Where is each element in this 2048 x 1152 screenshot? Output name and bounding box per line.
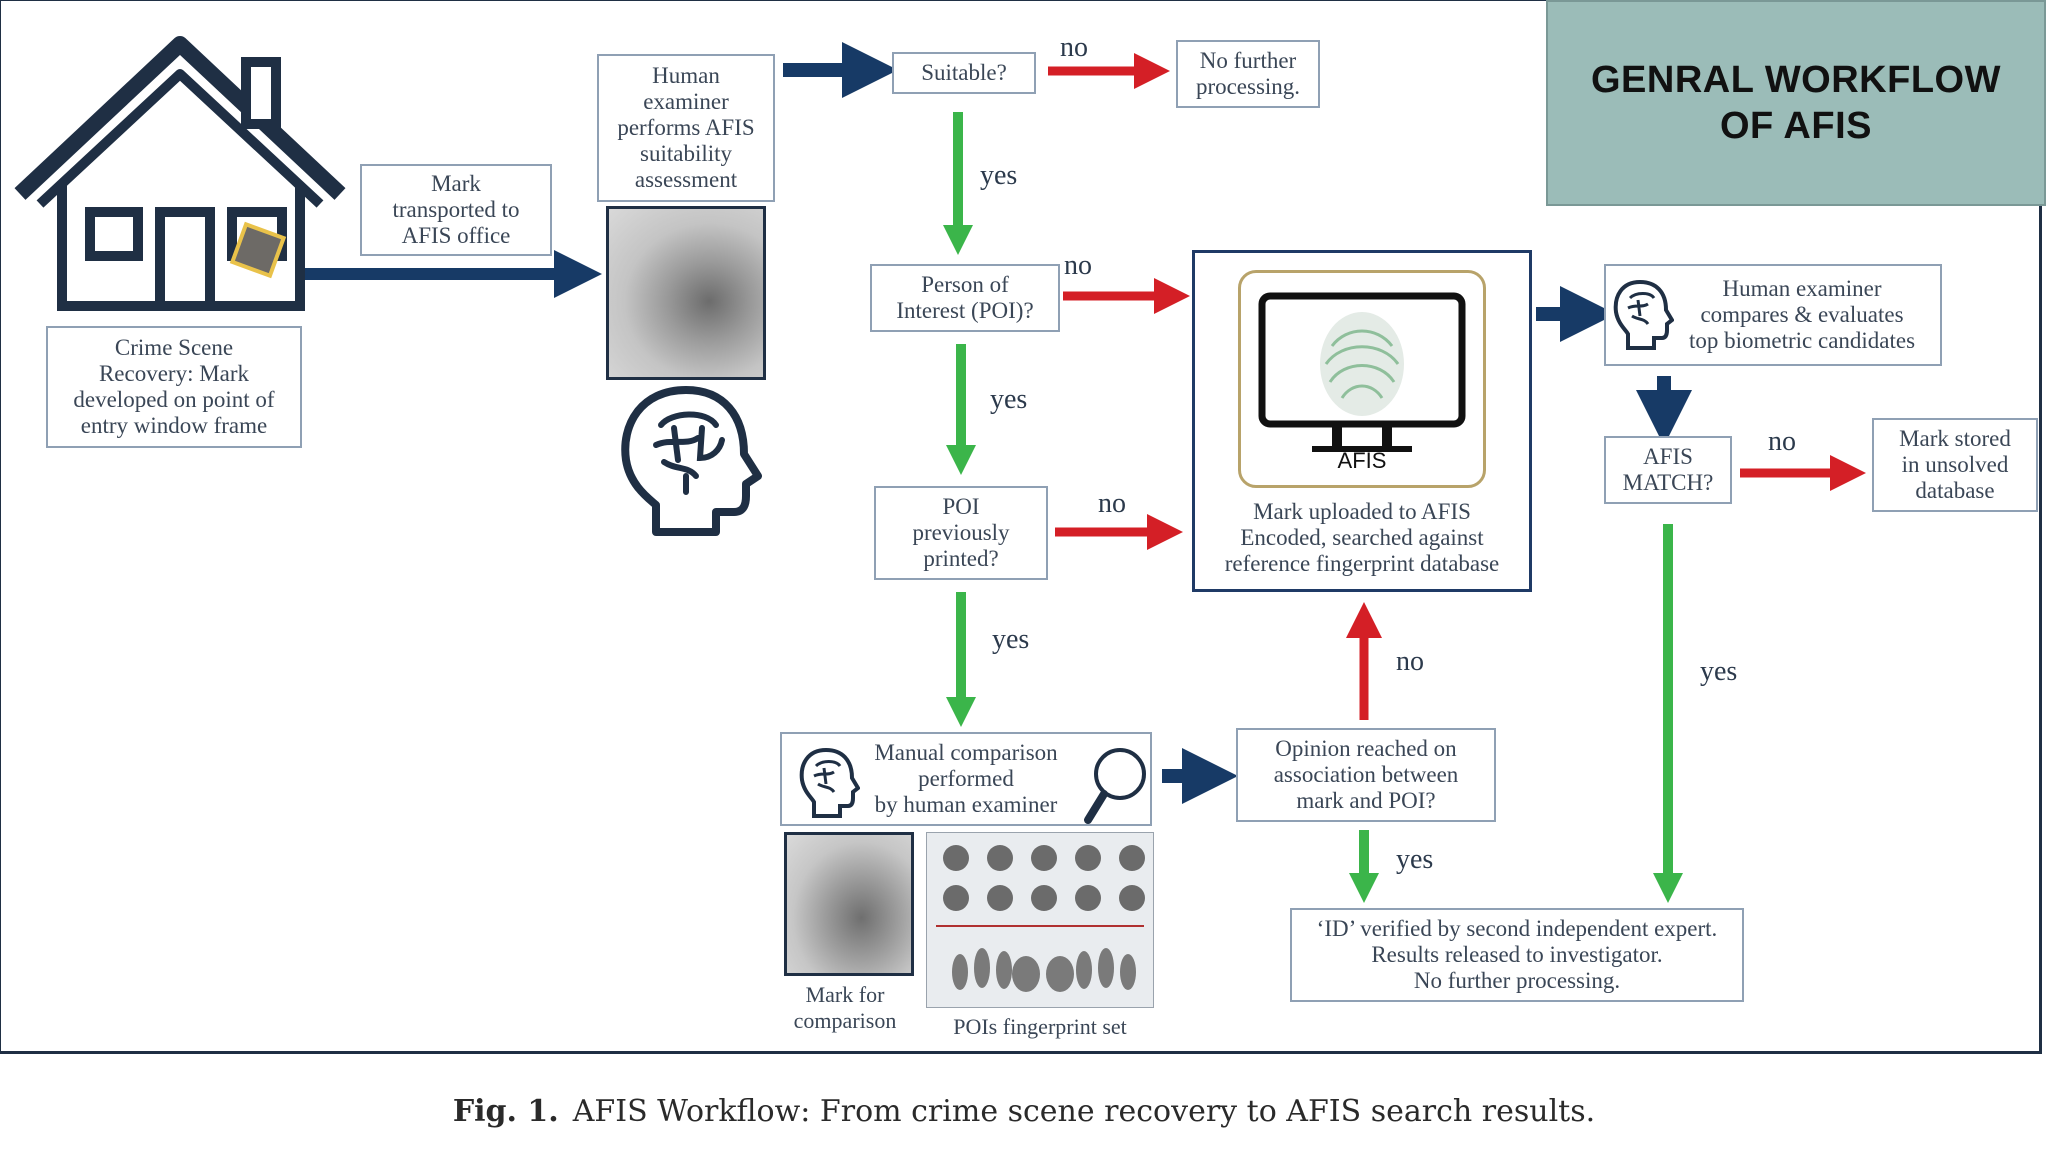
label-yes-match: yes (1700, 656, 1738, 687)
title-line-1: GENRAL WORKFLOW (1591, 59, 2001, 101)
no-further-box: No further processing. (1176, 40, 1320, 108)
label-no-match: no (1768, 426, 1796, 457)
compare-text: Human examiner compares & evaluates top … (1688, 276, 1916, 353)
label-yes-printed: yes (992, 624, 1030, 655)
manual-comparison-text: Manual comparison performed by human exa… (874, 740, 1058, 817)
label-no-poi: no (1064, 250, 1092, 281)
transported-box: Mark transported to AFIS office (360, 164, 552, 256)
poi-set-label: POIs fingerprint set (953, 1014, 1127, 1039)
crime-scene-box: Crime Scene Recovery: Mark developed on … (46, 326, 302, 448)
suitable-box: Suitable? (892, 52, 1036, 94)
human-examiner-box: Human examiner performs AFIS suitability… (597, 54, 775, 202)
afis-match-box: AFIS MATCH? (1604, 436, 1732, 504)
house-icon (14, 36, 346, 311)
afis-upload-text: Mark uploaded to AFIS Encoded, searched … (1224, 499, 1500, 576)
mark-for-comparison-label: Mark for comparison (793, 982, 897, 1033)
opinion-box: Opinion reached on association between m… (1236, 728, 1496, 822)
label-yes-poi: yes (990, 384, 1028, 415)
label-yes-opinion: yes (1396, 844, 1434, 875)
latent-mark-image (606, 206, 766, 380)
stored-box: Mark stored in unsolved database (1872, 418, 2038, 512)
caption-text: AFIS Workflow: From crime scene recovery… (572, 1094, 1596, 1129)
mark-for-comparison-image (784, 832, 914, 976)
label-no-suitable: no (1060, 32, 1088, 63)
brain-head-icon (621, 386, 762, 536)
compare-box: Human examiner compares & evaluates top … (1604, 264, 1942, 366)
title-box: GENRAL WORKFLOW OF AFIS (1546, 0, 2046, 206)
verified-box: ‘ID’ verified by second independent expe… (1290, 908, 1744, 1002)
label-yes-suitable: yes (980, 160, 1018, 191)
figure-caption: Fig. 1. AFIS Workflow: From crime scene r… (0, 1094, 2048, 1129)
afis-monitor-icon (1258, 292, 1466, 452)
afis-label: AFIS (1337, 448, 1387, 473)
caption-fig-number: Fig. 1. (452, 1094, 559, 1129)
label-no-printed: no (1098, 488, 1126, 519)
magnifier-icon (1084, 748, 1146, 824)
brain-head-icon-small (1613, 279, 1674, 350)
poi-box: Person of Interest (POI)? (870, 264, 1060, 332)
title-line-2: OF AFIS (1720, 105, 1872, 147)
label-no-opinion: no (1396, 646, 1424, 677)
brain-head-icon-manual (799, 747, 860, 818)
poi-fingerprint-set-image (926, 832, 1154, 1008)
poi-printed-box: POI previously printed? (874, 486, 1048, 580)
